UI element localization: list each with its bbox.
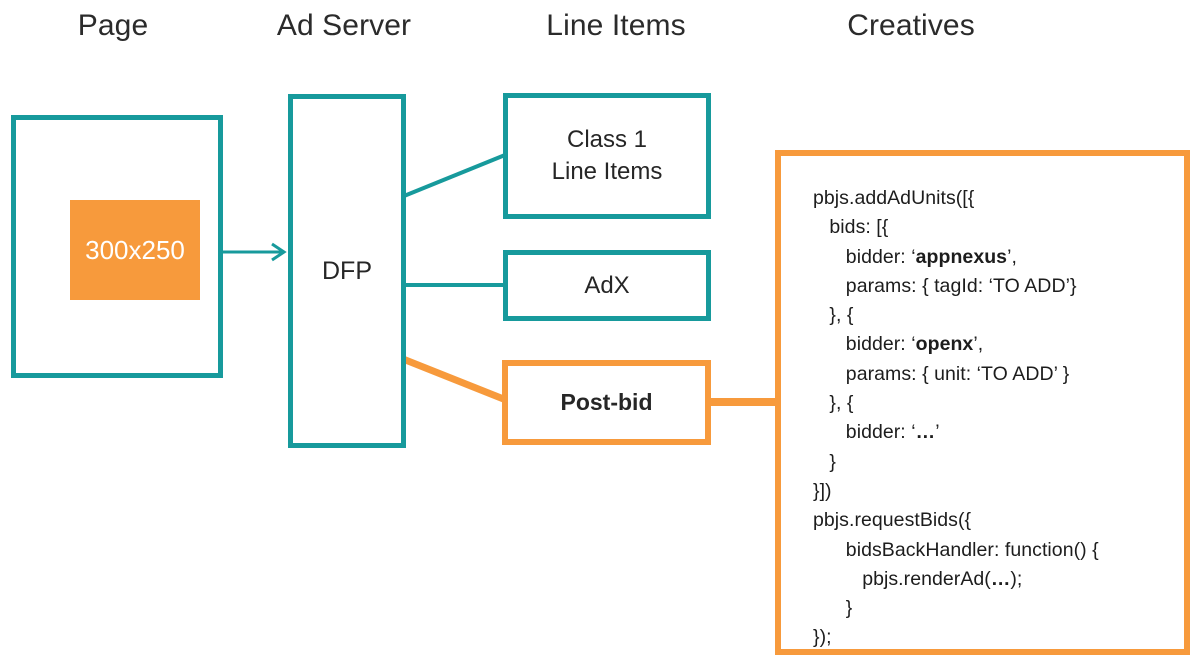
node-dfp[interactable]: DFP: [288, 94, 406, 448]
column-header-ad-server: Ad Server: [276, 9, 412, 42]
node-dfp-label: DFP: [322, 256, 372, 285]
prebid-code-snippet: pbjs.addAdUnits([{ bids: [{ bidder: ‘app…: [813, 187, 1099, 649]
column-header-creatives: Creatives: [847, 9, 975, 42]
ad-slot-300x250[interactable]: 300x250: [70, 200, 200, 300]
node-post-bid[interactable]: Post-bid: [502, 360, 711, 445]
ad-slot-label: 300x250: [85, 235, 185, 265]
node-post-bid-label: Post-bid: [560, 389, 653, 415]
connector-dfp-to-postbid: [401, 355, 508, 404]
column-header-line-items: Line Items: [546, 9, 686, 42]
node-class1-label-line2: Line Items: [551, 158, 663, 185]
column-header-page: Page: [77, 9, 149, 42]
connector-dfp-to-class1: [403, 153, 506, 198]
creative-code-panel[interactable]: pbjs.addAdUnits([{ bids: [{ bidder: ‘app…: [775, 150, 1190, 655]
node-class1-label-line1: Class 1: [566, 126, 648, 154]
node-class1-line-items[interactable]: Class 1 Line Items: [503, 93, 711, 219]
node-adx-label: AdX: [584, 271, 630, 299]
node-adx[interactable]: AdX: [503, 250, 711, 321]
